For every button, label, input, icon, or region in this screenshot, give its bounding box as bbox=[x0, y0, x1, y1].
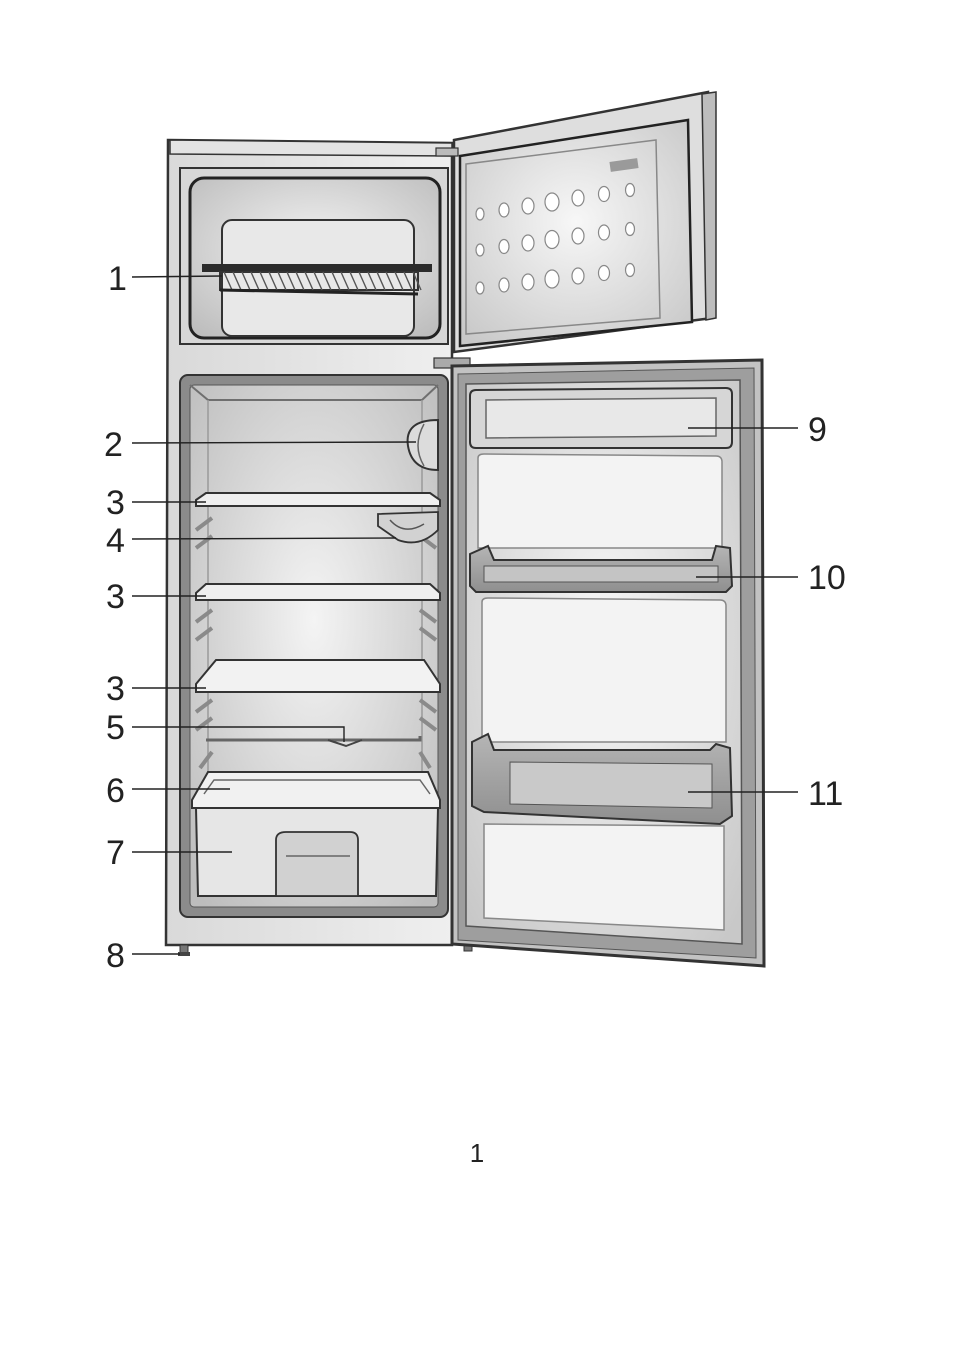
freezer-door-dimple bbox=[499, 203, 509, 217]
glass-shelf-2 bbox=[196, 584, 440, 600]
freezer-door-dimple bbox=[522, 198, 534, 214]
callout-3-shelf-middle: 3 bbox=[106, 578, 125, 616]
freezer-door-dimple bbox=[545, 193, 559, 211]
adjustable-feet bbox=[178, 945, 472, 956]
freezer-door-dimple bbox=[499, 240, 509, 254]
callout-1-freezer-shelf: 1 bbox=[108, 260, 127, 298]
freezer-door-dimple bbox=[476, 282, 484, 294]
crisper-drawer bbox=[196, 808, 438, 896]
freezer-door-dimple bbox=[545, 231, 559, 249]
freezer-door-dimple bbox=[476, 244, 484, 256]
freezer-door-dimple bbox=[599, 225, 610, 240]
freezer-door-dimple bbox=[476, 208, 484, 220]
freezer-door-dimple bbox=[522, 274, 534, 290]
freezer-door-dimple bbox=[572, 268, 584, 284]
freezer-door-dimple bbox=[599, 187, 610, 202]
fridge-door bbox=[452, 360, 764, 966]
freezer-door-dimple bbox=[626, 184, 635, 197]
freezer-door-dimple bbox=[545, 270, 559, 288]
callout-9-door-compartment: 9 bbox=[808, 411, 827, 449]
callout-10-door-shelf: 10 bbox=[808, 559, 846, 597]
freezer-door-dimple bbox=[572, 228, 584, 244]
callout-8-feet: 8 bbox=[106, 937, 125, 975]
freezer-compartment bbox=[180, 168, 448, 344]
glass-shelf-3 bbox=[196, 660, 440, 692]
callout-5-water-channel: 5 bbox=[106, 709, 125, 747]
glass-shelf-1 bbox=[196, 493, 440, 506]
freezer-door-dimple bbox=[499, 278, 509, 292]
callout-4-bottle-holder: 4 bbox=[106, 522, 125, 560]
freezer-door-dimple bbox=[626, 264, 635, 277]
page-number: 1 bbox=[0, 1138, 954, 1169]
freezer-wire-shelf bbox=[202, 264, 432, 294]
freezer-door-dimple bbox=[522, 235, 534, 251]
callout-11-door-bottle-shelf: 11 bbox=[808, 775, 843, 813]
callout-3-shelf-bottom: 3 bbox=[106, 670, 125, 708]
freezer-door-dimple bbox=[572, 190, 584, 206]
callout-2-thermostat: 2 bbox=[104, 426, 123, 464]
freezer-door bbox=[434, 92, 716, 368]
callout-6-crisper-cover: 6 bbox=[106, 772, 125, 810]
crisper-cover bbox=[192, 772, 440, 808]
callout-7-crisper: 7 bbox=[106, 834, 125, 872]
door-top-compartment bbox=[470, 388, 732, 448]
callout-3-shelf-top: 3 bbox=[106, 484, 125, 522]
freezer-door-dimple bbox=[599, 266, 610, 281]
freezer-door-dimple bbox=[626, 223, 635, 236]
